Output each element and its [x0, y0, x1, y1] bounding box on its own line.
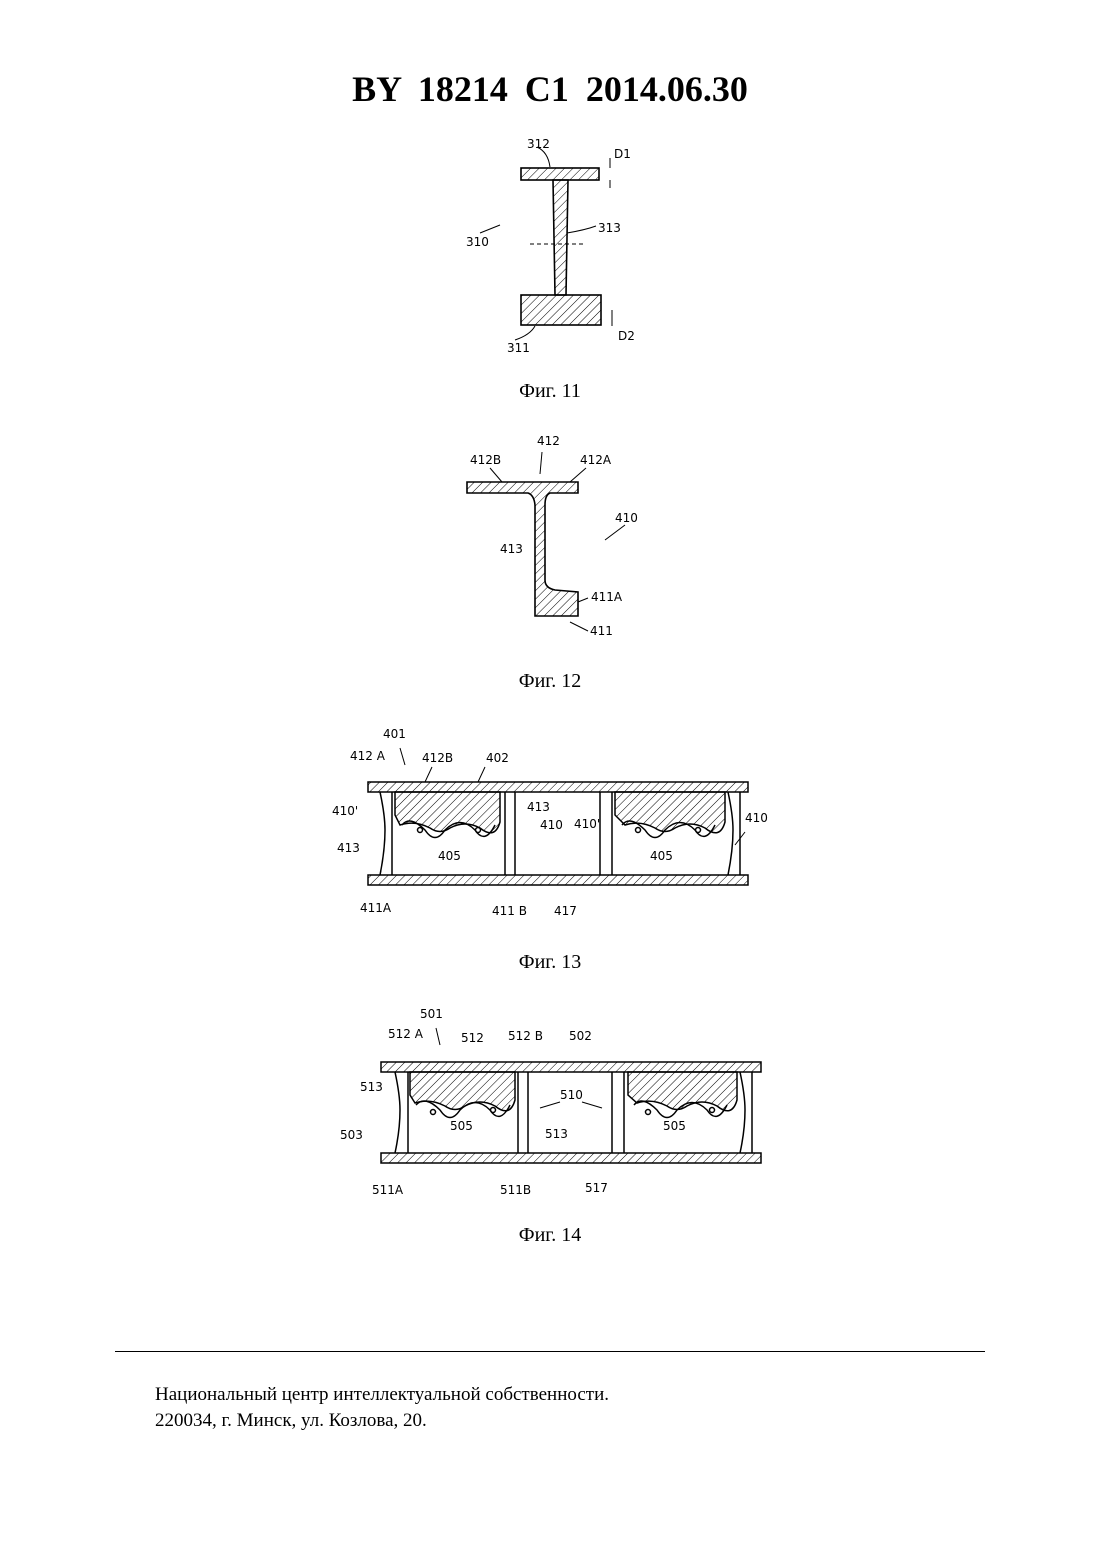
label-313: 313 — [598, 221, 621, 235]
footer-line-1: Национальный центр интеллектуальной собс… — [155, 1382, 609, 1408]
label-512a: 512 A — [388, 1027, 424, 1041]
label-411a: 411A — [591, 590, 623, 604]
label-412a: 412A — [580, 453, 612, 467]
label-412b: 412B — [422, 751, 453, 765]
label-d2: D2 — [618, 329, 635, 343]
label-512: 512 — [461, 1031, 484, 1045]
footer: Национальный центр интеллектуальной собс… — [155, 1382, 609, 1434]
figure-14-caption: Фиг. 14 — [0, 1224, 1100, 1247]
label-413: 413 — [500, 542, 523, 556]
figure-11-caption: Фиг. 11 — [0, 380, 1100, 403]
label-411: 411 — [590, 624, 613, 638]
footer-line-2: 220034, г. Минск, ул. Козлова, 20. — [155, 1408, 609, 1434]
figure-13-caption: Фиг. 13 — [0, 951, 1100, 974]
label-410-prime-center: 410' — [574, 817, 600, 831]
label-402: 402 — [486, 751, 509, 765]
label-511a: 511A — [372, 1183, 404, 1197]
label-d1: D1 — [614, 147, 631, 161]
label-512b: 512 B — [508, 1029, 543, 1043]
label-505-left: 505 — [450, 1119, 473, 1133]
label-412a: 412 A — [350, 749, 386, 763]
figure-12-drawing: 412 412B 412A 410 413 411A 411 — [0, 430, 1100, 645]
label-412b: 412B — [470, 453, 501, 467]
label-401: 401 — [383, 727, 406, 741]
label-410: 410 — [615, 511, 638, 525]
label-410-center: 410 — [540, 818, 563, 832]
figure-11-drawing: 312 D1 313 310 311 D2 — [0, 130, 1100, 360]
label-310: 310 — [466, 235, 489, 249]
label-417: 417 — [554, 904, 577, 918]
label-505-right: 505 — [663, 1119, 686, 1133]
label-411b: 411 B — [492, 904, 527, 918]
label-405-right: 405 — [650, 849, 673, 863]
label-501: 501 — [420, 1007, 443, 1021]
label-412: 412 — [537, 434, 560, 448]
label-413-left: 413 — [337, 841, 360, 855]
figure-12-caption: Фиг. 12 — [0, 670, 1100, 693]
label-517: 517 — [585, 1181, 608, 1195]
label-502: 502 — [569, 1029, 592, 1043]
footer-divider — [115, 1351, 985, 1352]
label-513-center: 513 — [545, 1127, 568, 1141]
label-511b: 511B — [500, 1183, 531, 1197]
label-410-right: 410 — [745, 811, 768, 825]
figure-14-drawing: 501 512 A 512 512 B 502 513 510 503 505 … — [0, 1000, 1100, 1210]
label-312: 312 — [527, 137, 550, 151]
label-513-left: 513 — [360, 1080, 383, 1094]
label-311: 311 — [507, 341, 530, 355]
label-503: 503 — [340, 1128, 363, 1142]
document-header: BY 18214 C1 2014.06.30 — [0, 68, 1100, 110]
figure-13-drawing: 401 412 A 412B 402 410' 413 410 410' 413… — [0, 720, 1100, 930]
label-405-left: 405 — [438, 849, 461, 863]
label-410-prime-left: 410' — [332, 804, 358, 818]
label-413-center: 413 — [527, 800, 550, 814]
label-411a: 411A — [360, 901, 392, 915]
label-510: 510 — [560, 1088, 583, 1102]
